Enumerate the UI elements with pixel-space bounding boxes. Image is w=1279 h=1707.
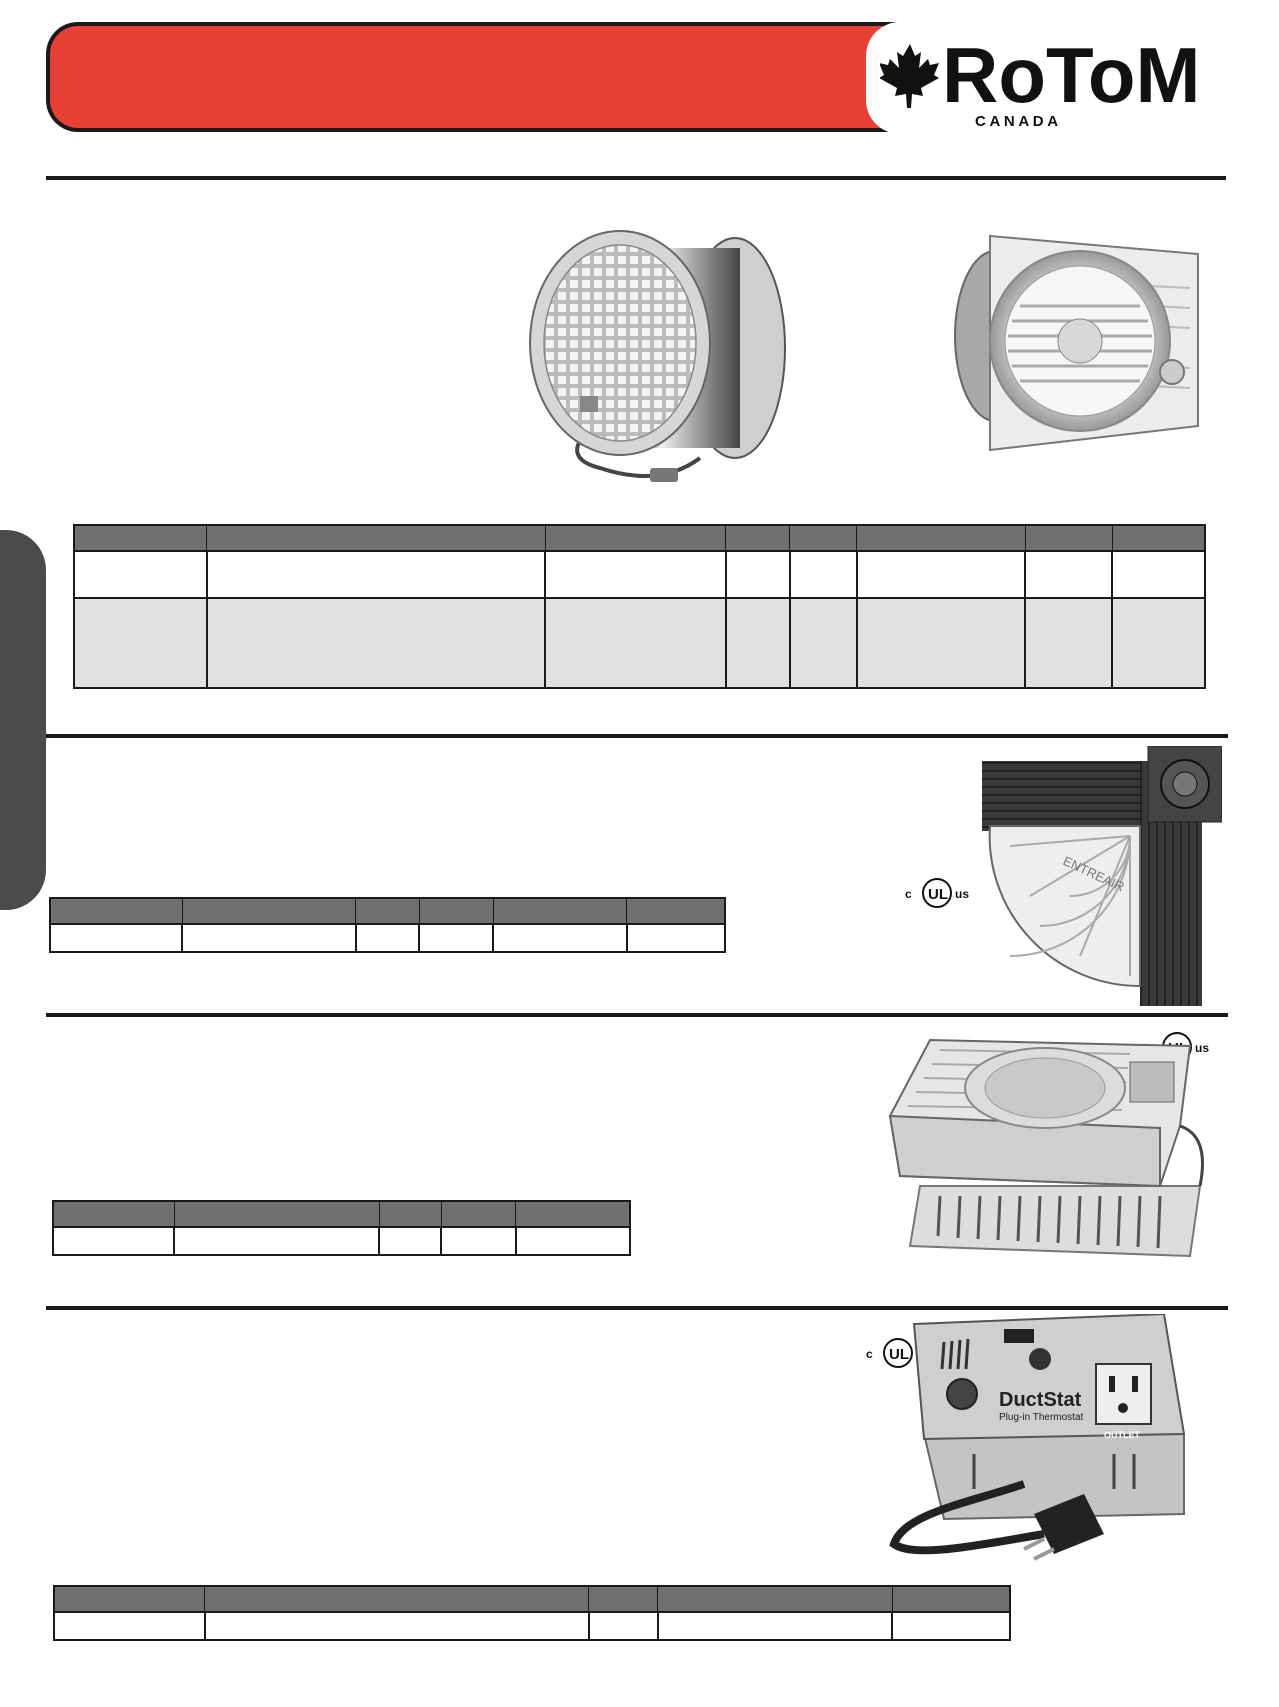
table-row [74, 597, 1205, 688]
table-header-row [53, 1201, 630, 1228]
wall-thru-fan-photo [954, 234, 1199, 452]
plug-in-thermostat-photo: DuctStat Plug-in Thermostat OUTLET [889, 1314, 1186, 1561]
svg-text:UL: UL [889, 1346, 909, 1363]
table-header-row [74, 525, 1205, 552]
outlet-label: OUTLET [1104, 1430, 1140, 1440]
round-duct-fan-photo [529, 230, 786, 482]
register-booster-fan-spec-table [52, 1200, 631, 1256]
ul-mark-1: c UL us [905, 876, 981, 915]
table-row [50, 924, 725, 952]
svg-text:c: c [866, 1347, 873, 1361]
logo-wordmark: RoToM [942, 31, 1200, 119]
svg-text:c: c [905, 887, 912, 901]
table-header-row [50, 898, 725, 925]
round-duct-fan-spec-table [73, 524, 1206, 689]
thermostat-subtitle: Plug-in Thermostat [999, 1412, 1084, 1423]
thermostat-brand-label: DuctStat [999, 1389, 1082, 1411]
header-banner [46, 22, 896, 132]
corner-door-fan-spec-table [49, 897, 726, 953]
table-header-row [54, 1586, 1010, 1613]
ul-certification-icon: c UL us [905, 878, 969, 908]
section-divider-3 [46, 1013, 1228, 1017]
svg-text:us: us [955, 887, 969, 901]
svg-text:us: us [1195, 1041, 1209, 1055]
section-divider-2 [46, 734, 1228, 738]
section-divider-4 [46, 1306, 1228, 1310]
section-divider-1 [46, 176, 1226, 180]
table-row [74, 551, 1205, 598]
register-booster-fan-photo [888, 1038, 1204, 1258]
svg-text:UL: UL [928, 886, 948, 903]
rotom-canada-logo: RoToM C A N A D A [880, 31, 1200, 130]
table-row [54, 1612, 1010, 1640]
side-tab [0, 530, 46, 910]
corner-door-fan-photo: ENTREAIR [982, 746, 1222, 1006]
table-row [53, 1227, 630, 1255]
logo-subtitle: C A N A D A [975, 113, 1058, 130]
plug-in-thermostat-spec-table [53, 1585, 1011, 1641]
maple-leaf-icon [880, 44, 939, 108]
